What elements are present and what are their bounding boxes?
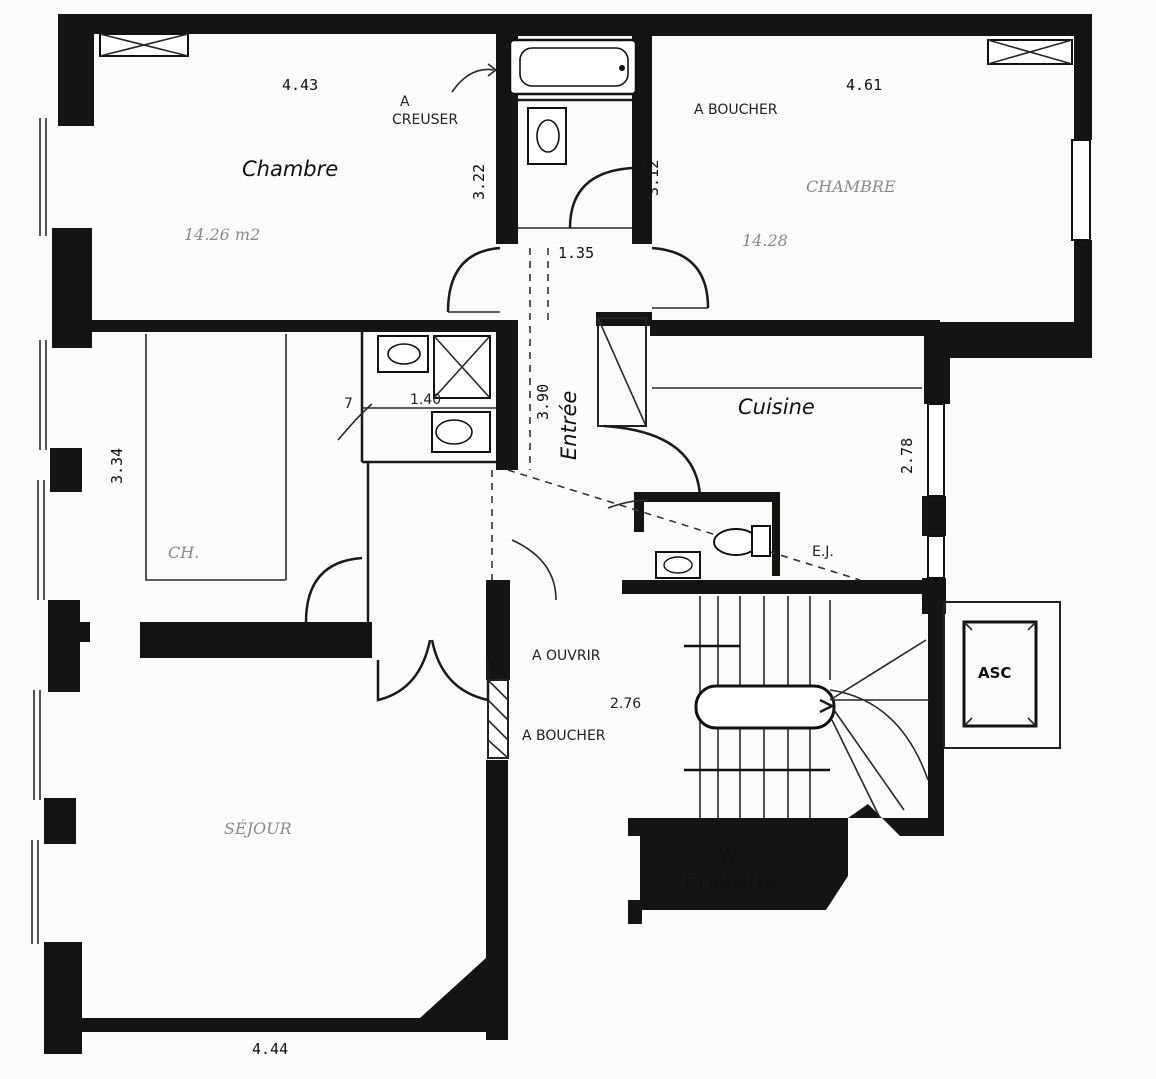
room-label-cuisine: Cuisine bbox=[738, 395, 815, 419]
dimension-label: 7 bbox=[344, 396, 353, 412]
dimension-label: 1.35 bbox=[558, 244, 594, 262]
walls bbox=[44, 14, 1092, 1054]
dimension-label: 3.34 bbox=[108, 448, 126, 484]
toilet-icon bbox=[431, 411, 491, 453]
dimension-label: 4.43 bbox=[282, 76, 318, 94]
dimension-label: 2.76 bbox=[610, 696, 641, 712]
partitions bbox=[145, 98, 1061, 759]
room-label-chambre: Chambre bbox=[242, 157, 338, 181]
dimension-label: 3.22 bbox=[470, 164, 488, 200]
room-label-wc: WC bbox=[718, 843, 752, 867]
room-label-asc: ASC bbox=[978, 664, 1011, 682]
dimension-label: 1.40 bbox=[410, 392, 441, 408]
dimension-label: 2.78 bbox=[898, 438, 916, 474]
fixtures bbox=[377, 38, 771, 579]
annotation-ej: E.J. bbox=[812, 544, 834, 560]
room-label-chambre-2: CHAMBRE bbox=[806, 177, 896, 196]
area-label: 14.28 bbox=[742, 231, 788, 250]
staircase bbox=[684, 596, 930, 819]
annotation-a-ouvrir: A OUVRIR bbox=[532, 648, 601, 664]
area-label: 14.26 m2 bbox=[184, 225, 260, 244]
dimension-label: 4.61 bbox=[846, 76, 882, 94]
annotation-a-boucher: A BOUCHER bbox=[522, 728, 606, 744]
labels: Chambre CHAMBRE Cuisine Entrée SÉJOUR CH… bbox=[108, 76, 1011, 1058]
annotation-a-boucher: A BOUCHER bbox=[694, 102, 778, 118]
annotation-a-creuser: A bbox=[400, 94, 410, 110]
annotation-arrows bbox=[451, 63, 498, 93]
dimension-label: 4.44 bbox=[252, 1040, 288, 1058]
annotation-a-creuser: CREUSER bbox=[392, 112, 458, 128]
bathtub bbox=[508, 38, 638, 96]
room-label-ch: CH. bbox=[168, 543, 199, 562]
room-label-commun: COMMUN bbox=[684, 871, 778, 895]
dimension-label: 3.12 bbox=[644, 160, 662, 196]
room-label-sejour: SÉJOUR bbox=[224, 818, 292, 838]
doors bbox=[304, 166, 710, 702]
windows bbox=[31, 33, 1091, 944]
dimension-label: 3.90 bbox=[534, 384, 552, 420]
sink-icon bbox=[527, 107, 567, 165]
sink-icon bbox=[655, 551, 701, 579]
room-label-entree: Entrée bbox=[557, 391, 581, 460]
